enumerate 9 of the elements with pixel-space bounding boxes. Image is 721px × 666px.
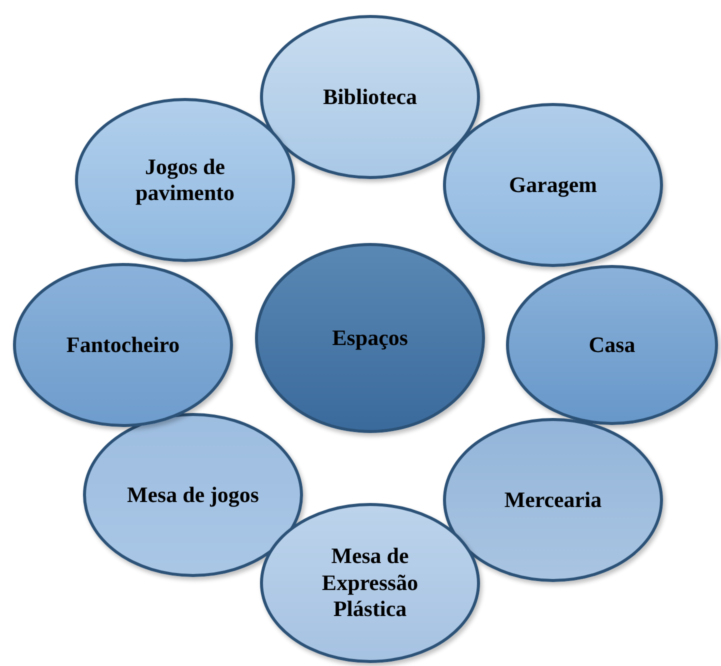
node-label: Jogos de pavimento: [134, 154, 236, 206]
node-label: Mesa de Expressão Plástica: [320, 543, 420, 623]
node-label: Biblioteca: [322, 84, 418, 110]
node-label: Espaços: [332, 324, 408, 352]
node-label: Garagem: [509, 172, 597, 198]
node-label: Casa: [588, 332, 636, 358]
node-label: Mesa de jogos: [127, 482, 259, 508]
node-label: Fantocheiro: [66, 332, 180, 358]
node-label: Mercearia: [504, 486, 602, 514]
